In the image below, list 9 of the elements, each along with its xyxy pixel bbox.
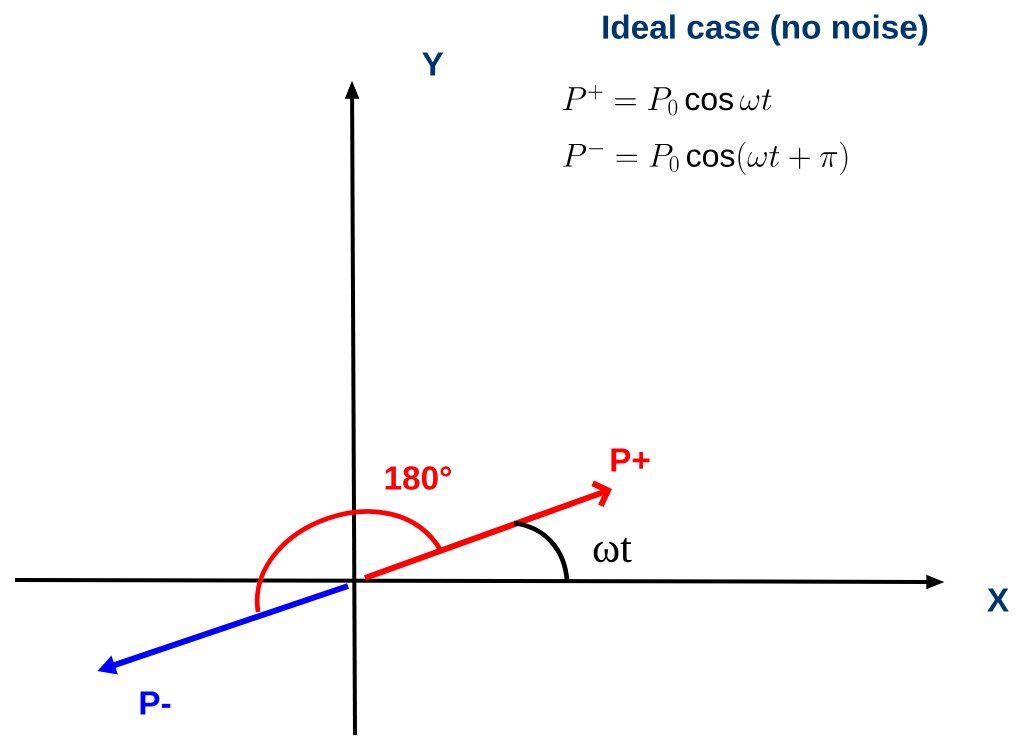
vector-label: P- (140, 691, 171, 715)
axis-label: Y (422, 52, 444, 76)
angle-label: ωt (593, 537, 632, 563)
axis-label: X (987, 588, 1009, 612)
formula: $P^{+} = P_{0}\cos\omega t$ (563, 85, 772, 116)
formula: $P^{-} = P_{0}\cos(\omega t + \pi)$ (563, 141, 848, 175)
angle-label: 180° (385, 466, 452, 490)
title: Ideal case (no noise) (603, 14, 928, 46)
vector-label: P+ (611, 448, 650, 472)
